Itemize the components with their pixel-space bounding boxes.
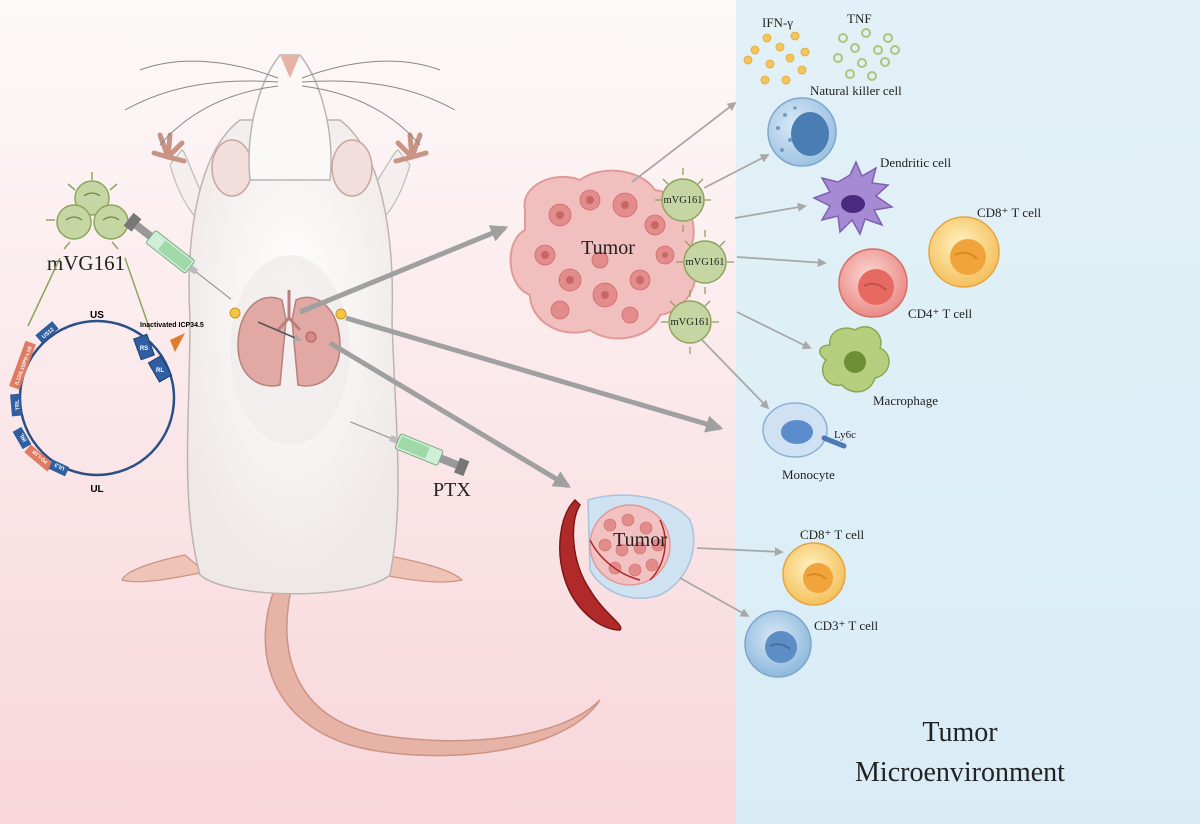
connector-line-left (27, 257, 61, 327)
rat-paw-left (151, 132, 187, 164)
arrow-to-monocyte (345, 315, 724, 433)
arrow-to-cd3 (679, 577, 750, 617)
arrow-tumor-to-cytokines (631, 101, 737, 183)
connector-line-right (124, 257, 151, 331)
dendritic-cell-label: Dendritic cell (880, 155, 951, 170)
lung-right (291, 296, 341, 387)
vessel-tumor (559, 494, 695, 631)
cd4-t-cell (838, 248, 908, 318)
cd8-t-cell-bottom-label: CD8⁺ T cell (800, 527, 865, 542)
plasmid-us-label: US (90, 310, 104, 321)
rat-whiskers (124, 60, 456, 146)
icp-marker (170, 333, 185, 352)
arrow-to-cd4 (736, 256, 827, 267)
rat-paw-right (393, 132, 429, 164)
lung-tumor-dot (305, 331, 317, 343)
arrow-to-vessel-tumor (328, 340, 572, 489)
injection-site-left (229, 307, 241, 319)
ifn-gamma-dots (743, 31, 810, 85)
svg-text:TRL: TRL (14, 399, 21, 411)
arrow-to-dendritic (734, 202, 807, 219)
rat-illustration (121, 54, 601, 757)
monocyte (762, 402, 847, 458)
ifn-gamma-label: IFN-γ (762, 15, 793, 30)
vessel-tumor-label: Tumor (613, 529, 667, 551)
svg-text:RL: RL (156, 368, 164, 374)
rat-tail (264, 584, 601, 757)
tumor-virion-2-label: mVG161 (685, 257, 724, 268)
arrow-to-lung-tumor (299, 225, 509, 315)
monocyte-label: Monocyte (782, 467, 835, 482)
svg-text:IRL: IRL (19, 431, 29, 442)
rat-ear-right (331, 139, 373, 197)
syringe-ptx (350, 421, 470, 477)
tnf-rings (833, 28, 900, 81)
dendritic-cell (812, 160, 894, 236)
rat-hind-foot-left (121, 554, 207, 583)
syringe-virus (123, 212, 232, 300)
nk-cell (767, 97, 837, 167)
arrow-to-macrophage (736, 311, 812, 349)
tumor-virion-1 (655, 168, 711, 232)
ly6c-label: Ly6c (834, 429, 856, 441)
tnf-label: TNF (847, 11, 872, 26)
tme-title-line1: Tumor (922, 717, 998, 748)
macrophage-label: Macrophage (873, 393, 938, 408)
lung-left (237, 296, 287, 387)
plasmid-box-rs: RS (133, 333, 155, 361)
plasmid-segment-ul3: UL3 (48, 459, 70, 477)
cd3-t-cell (744, 610, 812, 678)
tme-title-line2: Microenvironment (855, 757, 1065, 788)
cd8-t-cell-top (928, 216, 1000, 288)
plasmid-segment-trl: TRL (10, 393, 22, 417)
icp-label: Inactivated ICP34.5 (140, 322, 204, 329)
tumor-virion-2 (676, 230, 734, 294)
arrow-injection-to-lung (257, 321, 302, 342)
big-arrows (299, 225, 724, 489)
thin-arrows (631, 101, 827, 617)
arrow-to-nk (703, 154, 770, 189)
trachea (276, 290, 302, 332)
arrow-to-monocyte-thin (701, 339, 770, 410)
rat-nose (280, 55, 300, 78)
mvg161-label: mVG161 (47, 251, 125, 275)
tumor-virion-3-label: mVG161 (670, 317, 709, 328)
svg-text:UL3: UL3 (54, 461, 66, 471)
rat-ear-left (211, 139, 253, 197)
cd3-t-cell-label: CD3⁺ T cell (814, 618, 879, 633)
tumor-virion-3 (661, 290, 719, 354)
cd8-t-cell-top-label: CD8⁺ T cell (977, 205, 1042, 220)
cd8-t-cell-bottom (782, 542, 846, 606)
nk-cell-label: Natural killer cell (810, 83, 902, 98)
svg-text:RS: RS (140, 346, 148, 352)
macrophage (819, 326, 890, 393)
arrow-to-cd8-bottom (696, 547, 784, 557)
injection-site-right (335, 308, 347, 320)
tumor-virion-1-label: mVG161 (663, 195, 702, 206)
plasmid-box-rl: RL (147, 355, 173, 383)
cd4-t-cell-label: CD4⁺ T cell (908, 306, 973, 321)
lung-tumor-label: Tumor (581, 237, 635, 259)
ptx-label: PTX (433, 479, 471, 501)
plasmid-segment-irl: IRL (12, 426, 32, 450)
plasmid-ul-label: UL (90, 484, 103, 495)
